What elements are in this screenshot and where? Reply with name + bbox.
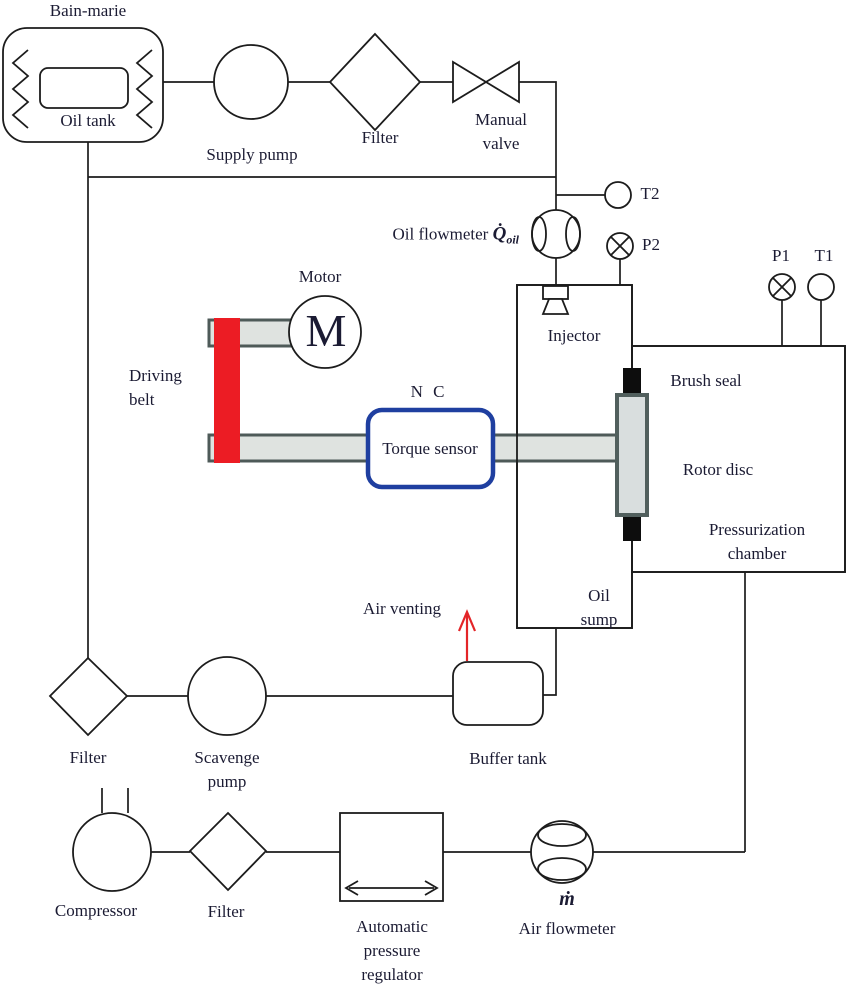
injector-nozzle-top xyxy=(542,285,569,300)
motor-symbol xyxy=(288,295,362,369)
label-q-sub: oil xyxy=(506,232,519,247)
label-p2: P2 xyxy=(642,235,660,254)
rotor-disc-symbol xyxy=(615,393,649,517)
label-oil-tank: Oil tank xyxy=(60,111,116,130)
driving-belt-symbol xyxy=(214,318,240,463)
brush-seal-top-block xyxy=(623,368,641,398)
label-m-dot: ṁ xyxy=(559,888,575,910)
pressure-regulator-symbol xyxy=(339,812,444,902)
compressor-symbol xyxy=(72,812,152,892)
supply-pump-symbol xyxy=(213,44,289,120)
scavenge-pump-symbol xyxy=(187,656,267,736)
label-driving-belt: Driving belt xyxy=(129,366,182,409)
pressurization-chamber-box xyxy=(631,345,846,573)
label-oil-flowmeter-text: Oil flowmeter xyxy=(392,224,493,244)
label-scavenge-pump: Scavenge pump xyxy=(194,748,260,791)
label-bain-marie: Bain-marie xyxy=(49,1,127,20)
air-flowmeter-symbol xyxy=(530,820,594,884)
label-q-dot: Q̇ xyxy=(492,223,507,245)
pipe-sump-to-buffer xyxy=(543,628,557,696)
label-compressor: Compressor xyxy=(54,901,138,920)
motor-letter: M xyxy=(305,305,347,356)
t2-sensor-icon xyxy=(604,181,632,209)
vent-arrow-head xyxy=(457,609,477,632)
filter-left-symbol xyxy=(48,656,129,737)
label-supply-pump: Supply pump xyxy=(206,145,298,164)
air-venting-arrow xyxy=(457,609,477,661)
oil-flowmeter-rotor-left xyxy=(531,216,547,252)
pipe-lines xyxy=(87,81,822,853)
label-pressurization-chamber: Pressurization chamber xyxy=(708,520,806,563)
label-t2: T2 xyxy=(640,184,660,203)
p1-sensor-cross xyxy=(772,277,792,297)
air-flowmeter-rotor-bottom xyxy=(537,857,587,881)
p2-sensor-cross xyxy=(610,236,630,256)
label-filter-left: Filter xyxy=(69,748,107,767)
label-oil-flowmeter: Oil flowmeter Q̇oil xyxy=(393,222,520,251)
label-filter-bottom: Filter xyxy=(207,902,245,921)
label-filter-top: Filter xyxy=(361,128,399,147)
label-buffer-tank: Buffer tank xyxy=(469,749,547,768)
injector-nozzle-cone xyxy=(541,298,570,315)
label-oil-sump: Oil sump xyxy=(580,586,618,629)
label-t1: T1 xyxy=(814,246,834,265)
label-torque-sensor: Torque sensor xyxy=(382,439,478,458)
brush-seal-bottom-block xyxy=(623,512,641,541)
heater-coil-left-icon xyxy=(11,49,30,129)
label-nc: N C xyxy=(410,382,448,401)
air-flowmeter-rotor-top xyxy=(537,823,587,847)
label-motor: Motor xyxy=(298,267,342,286)
regulator-arrow-left-head xyxy=(344,880,359,896)
filter-top-symbol xyxy=(328,32,422,132)
oil-tank-vessel xyxy=(39,67,129,109)
pipe-valve-down-to-flowmeter xyxy=(519,81,557,210)
label-p1: P1 xyxy=(772,246,790,265)
label-injector: Injector xyxy=(547,326,601,345)
manual-valve-left-triangle xyxy=(452,60,488,104)
buffer-tank-symbol xyxy=(452,661,544,726)
label-pressure-regulator: Automatic pressure regulator xyxy=(356,917,428,984)
label-air-flowmeter: Air flowmeter xyxy=(518,919,616,938)
regulator-arrow-right-head xyxy=(424,880,439,896)
compressor-intake-stubs xyxy=(101,788,129,813)
heater-coil-right-icon xyxy=(135,49,154,129)
oil-flowmeter-rotor-right xyxy=(565,216,581,252)
label-manual-valve: Manual valve xyxy=(475,110,527,153)
torque-sensor-box xyxy=(365,407,496,490)
manual-valve-right-triangle xyxy=(484,60,520,104)
filter-bottom-symbol xyxy=(188,811,268,892)
label-rotor-disc: Rotor disc xyxy=(682,460,754,479)
t1-sensor-icon xyxy=(807,273,835,301)
label-air-venting: Air venting xyxy=(363,599,441,618)
label-brush-seal: Brush seal xyxy=(670,371,742,390)
